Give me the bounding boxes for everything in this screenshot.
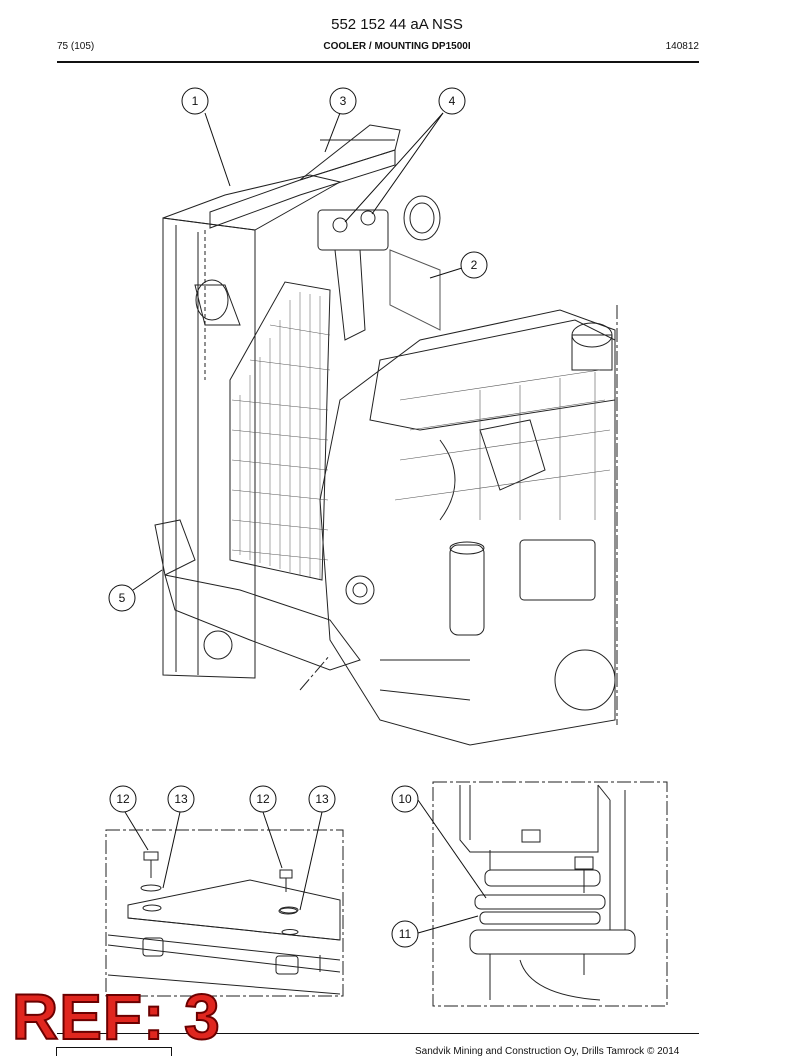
callout-4: 4 [449, 94, 456, 108]
callout-5: 5 [119, 591, 126, 605]
sandvik-logo [56, 1047, 172, 1056]
document-number: 552 152 44 aA NSS [331, 16, 463, 33]
callout-12-right: 12 [256, 792, 270, 806]
header-divider [57, 61, 699, 63]
callout-2: 2 [471, 258, 478, 272]
page-title: COOLER / MOUNTING DP1500I [323, 41, 471, 52]
callout-13-right: 13 [315, 792, 329, 806]
callout-11: 11 [399, 927, 412, 941]
detail-view-isolator-mount [417, 781, 668, 1007]
engine-block [319, 309, 616, 746]
footer-divider [57, 1033, 699, 1034]
detail-view-fastener-plate [105, 811, 344, 997]
revision-date: 140812 [665, 41, 699, 52]
callout-10: 10 [398, 792, 412, 806]
callout-circles [108, 87, 488, 948]
callout-leaders [132, 112, 463, 591]
callout-12-left: 12 [116, 792, 130, 806]
callout-1: 1 [192, 94, 199, 108]
ref-stamp: REF: 3 [11, 981, 221, 1053]
page-indicator: 75 (105) [57, 41, 95, 52]
footer-copyright: Sandvik Mining and Construction Oy, Dril… [415, 1046, 680, 1057]
callout-13-left: 13 [174, 792, 188, 806]
cooler-assembly-drawing [154, 124, 618, 746]
callout-3: 3 [340, 94, 347, 108]
